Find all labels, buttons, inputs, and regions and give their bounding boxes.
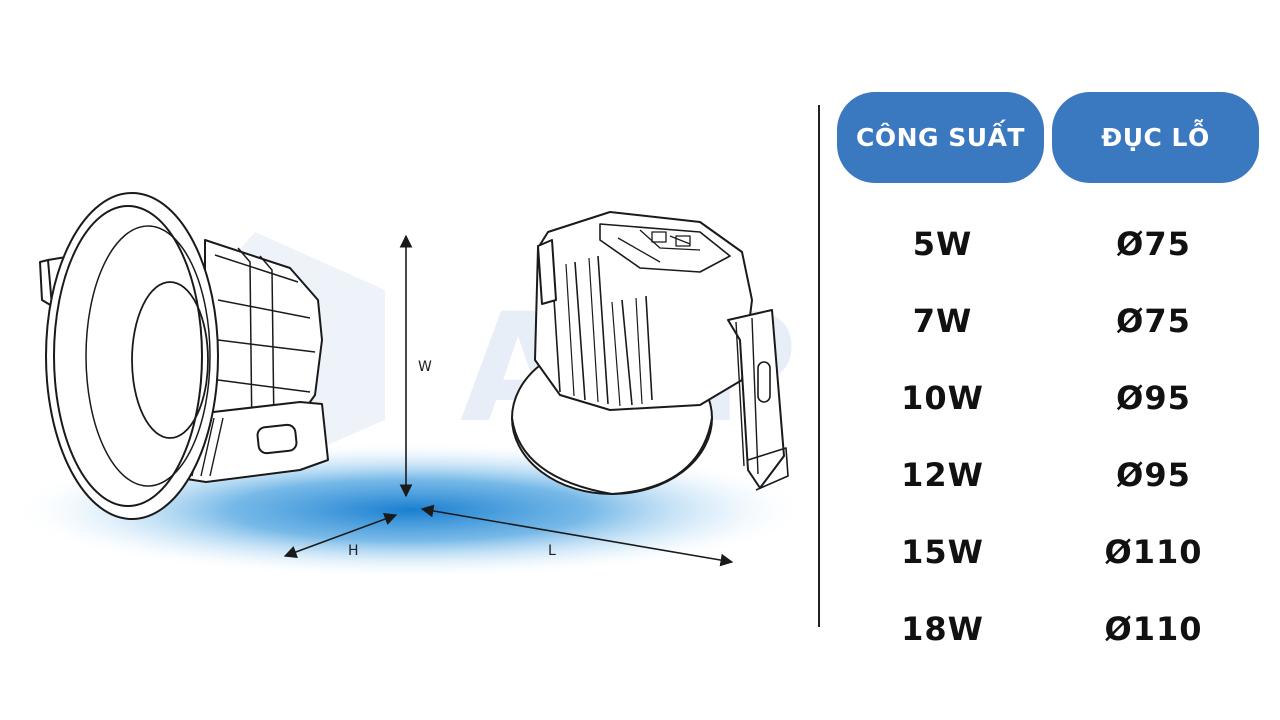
header-hole-label: ĐỤC LỖ [1101, 123, 1210, 152]
hole-value: Ø75 [1116, 224, 1191, 263]
vertical-divider [818, 105, 820, 627]
spec-row: 15W Ø110 [837, 513, 1259, 590]
power-value: 18W [901, 609, 984, 648]
l-dimension-arrow [420, 504, 734, 567]
header-power-pill: CÔNG SUẤT [837, 92, 1044, 183]
power-value: 10W [901, 378, 984, 417]
downlight-right-drawing [511, 211, 789, 495]
hole-value: Ø75 [1116, 301, 1191, 340]
spec-row: 18W Ø110 [837, 590, 1259, 667]
h-dimension-label: H [348, 543, 359, 559]
h-dimension-arrow [283, 512, 398, 559]
power-value: 12W [901, 455, 984, 494]
product-diagram: ALPHA [10, 192, 820, 578]
l-dimension-label: L [548, 543, 556, 559]
hole-value: Ø95 [1116, 378, 1191, 417]
hole-value: Ø110 [1104, 609, 1203, 648]
dimension-arrows [283, 234, 734, 567]
spec-table: 5W Ø75 7W Ø75 10W Ø95 12W Ø95 15W Ø110 1… [837, 205, 1259, 667]
spec-row: 7W Ø75 [837, 282, 1259, 359]
power-value: 7W [912, 301, 973, 340]
downlight-left-drawing [39, 192, 329, 520]
spec-row: 12W Ø95 [837, 436, 1259, 513]
header-power-label: CÔNG SUẤT [856, 123, 1025, 152]
power-value: 5W [912, 224, 973, 263]
hole-value: Ø95 [1116, 455, 1191, 494]
w-dimension-label: W [418, 359, 432, 375]
spec-row: 5W Ø75 [837, 205, 1259, 282]
hole-value: Ø110 [1104, 532, 1203, 571]
header-hole-pill: ĐỤC LỖ [1052, 92, 1259, 183]
spec-row: 10W Ø95 [837, 359, 1259, 436]
power-value: 15W [901, 532, 984, 571]
